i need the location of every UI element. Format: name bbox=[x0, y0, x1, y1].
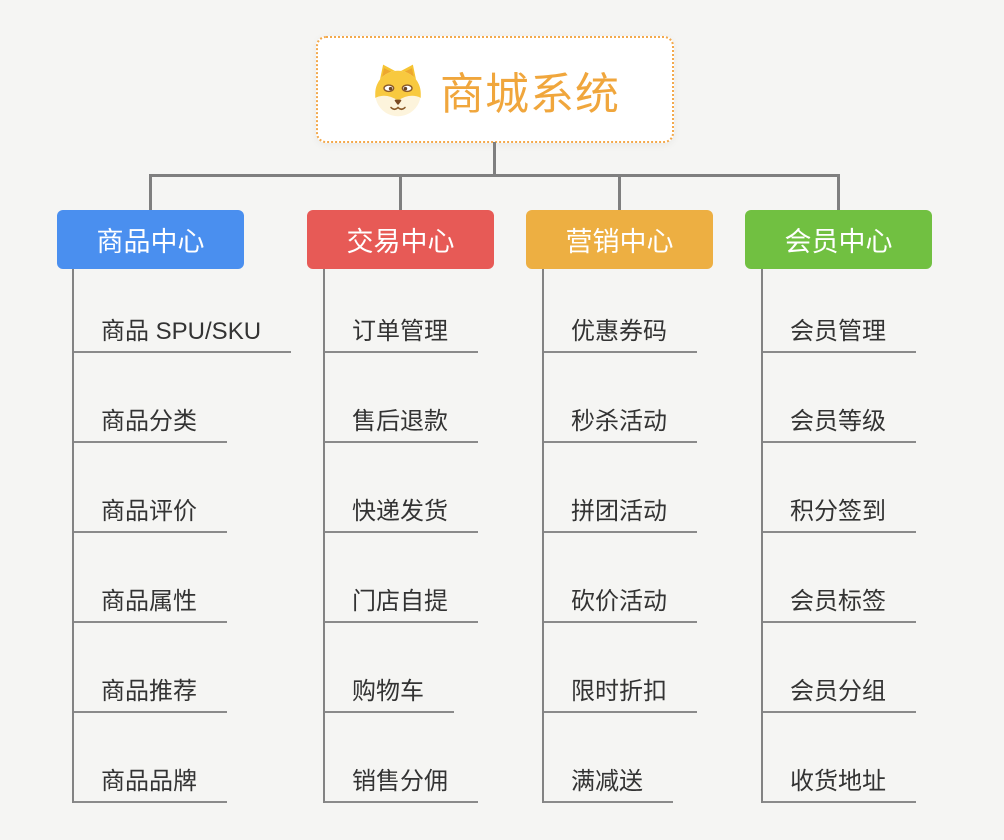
branch-node-marketing-center[interactable]: 营销中心 bbox=[526, 210, 713, 269]
tree-row: 售后退款 bbox=[325, 353, 478, 443]
leaf-node[interactable]: 会员等级 bbox=[763, 408, 916, 443]
leaf-node[interactable]: 商品属性 bbox=[74, 588, 227, 623]
leaf-node[interactable]: 销售分佣 bbox=[325, 768, 478, 803]
tree-row: 会员标签 bbox=[763, 533, 916, 623]
tree-row: 销售分佣 bbox=[325, 713, 478, 803]
leaf-node[interactable]: 商品品牌 bbox=[74, 768, 227, 803]
branch-items-marketing-center: 优惠券码 秒杀活动 拼团活动 砍价活动 限时折扣 满减送 bbox=[542, 269, 697, 803]
leaf-node[interactable]: 会员标签 bbox=[763, 588, 916, 623]
tree-row: 商品分类 bbox=[74, 353, 291, 443]
tree-row: 满减送 bbox=[544, 713, 697, 803]
branch-node-product-center[interactable]: 商品中心 bbox=[57, 210, 244, 269]
leaf-node[interactable]: 拼团活动 bbox=[544, 498, 697, 533]
tree-row: 砍价活动 bbox=[544, 533, 697, 623]
leaf-node[interactable]: 商品分类 bbox=[74, 408, 227, 443]
leaf-node[interactable]: 限时折扣 bbox=[544, 678, 697, 713]
tree-row: 会员管理 bbox=[763, 269, 916, 353]
leaf-node[interactable]: 商品评价 bbox=[74, 498, 227, 533]
root-node-label: 商城系统 bbox=[440, 69, 620, 119]
connector-root-vertical bbox=[493, 142, 496, 175]
tree-row: 限时折扣 bbox=[544, 623, 697, 713]
connector-drop bbox=[399, 174, 402, 211]
leaf-node[interactable]: 收货地址 bbox=[763, 768, 916, 803]
connector-drop bbox=[837, 174, 840, 211]
leaf-node[interactable]: 快递发货 bbox=[325, 498, 478, 533]
tree-row: 商品推荐 bbox=[74, 623, 291, 713]
tree-row: 积分签到 bbox=[763, 443, 916, 533]
connector-drop bbox=[149, 174, 152, 211]
leaf-node[interactable]: 秒杀活动 bbox=[544, 408, 697, 443]
leaf-node[interactable]: 积分签到 bbox=[763, 498, 916, 533]
leaf-node[interactable]: 砍价活动 bbox=[544, 588, 697, 623]
tree-row: 商品属性 bbox=[74, 533, 291, 623]
branch-node-member-center[interactable]: 会员中心 bbox=[745, 210, 932, 269]
leaf-node[interactable]: 会员管理 bbox=[763, 318, 916, 353]
tree-row: 订单管理 bbox=[325, 269, 478, 353]
leaf-node[interactable]: 订单管理 bbox=[325, 318, 478, 353]
leaf-node[interactable]: 满减送 bbox=[544, 768, 673, 803]
tree-row: 商品品牌 bbox=[74, 713, 291, 803]
tree-row: 门店自提 bbox=[325, 533, 478, 623]
tree-row: 拼团活动 bbox=[544, 443, 697, 533]
branch-items-member-center: 会员管理 会员等级 积分签到 会员标签 会员分组 收货地址 bbox=[761, 269, 916, 803]
connector-bus bbox=[149, 174, 840, 177]
tree-row: 会员分组 bbox=[763, 623, 916, 713]
branch-items-trade-center: 订单管理 售后退款 快递发货 门店自提 购物车 销售分佣 bbox=[323, 269, 478, 803]
branch-node-trade-center[interactable]: 交易中心 bbox=[307, 210, 494, 269]
tree-row: 收货地址 bbox=[763, 713, 916, 803]
leaf-node[interactable]: 购物车 bbox=[325, 678, 454, 713]
leaf-node[interactable]: 门店自提 bbox=[325, 588, 478, 623]
branch-items-product-center: 商品 SPU/SKU 商品分类 商品评价 商品属性 商品推荐 商品品牌 bbox=[72, 269, 292, 803]
tree-row: 购物车 bbox=[325, 623, 478, 713]
root-node[interactable]: 商城系统 bbox=[316, 36, 674, 143]
connector-drop bbox=[618, 174, 621, 211]
tree-row: 快递发货 bbox=[325, 443, 478, 533]
leaf-node[interactable]: 会员分组 bbox=[763, 678, 916, 713]
tree-row: 会员等级 bbox=[763, 353, 916, 443]
leaf-node[interactable]: 售后退款 bbox=[325, 408, 478, 443]
doge-face-icon bbox=[375, 64, 421, 116]
tree-row: 优惠券码 bbox=[544, 269, 697, 353]
leaf-node[interactable]: 优惠券码 bbox=[544, 318, 697, 353]
tree-row: 商品 SPU/SKU bbox=[74, 269, 292, 353]
tree-row: 商品评价 bbox=[74, 443, 291, 533]
leaf-node[interactable]: 商品 SPU/SKU bbox=[74, 318, 292, 353]
tree-row: 秒杀活动 bbox=[544, 353, 697, 443]
leaf-node[interactable]: 商品推荐 bbox=[74, 678, 227, 713]
